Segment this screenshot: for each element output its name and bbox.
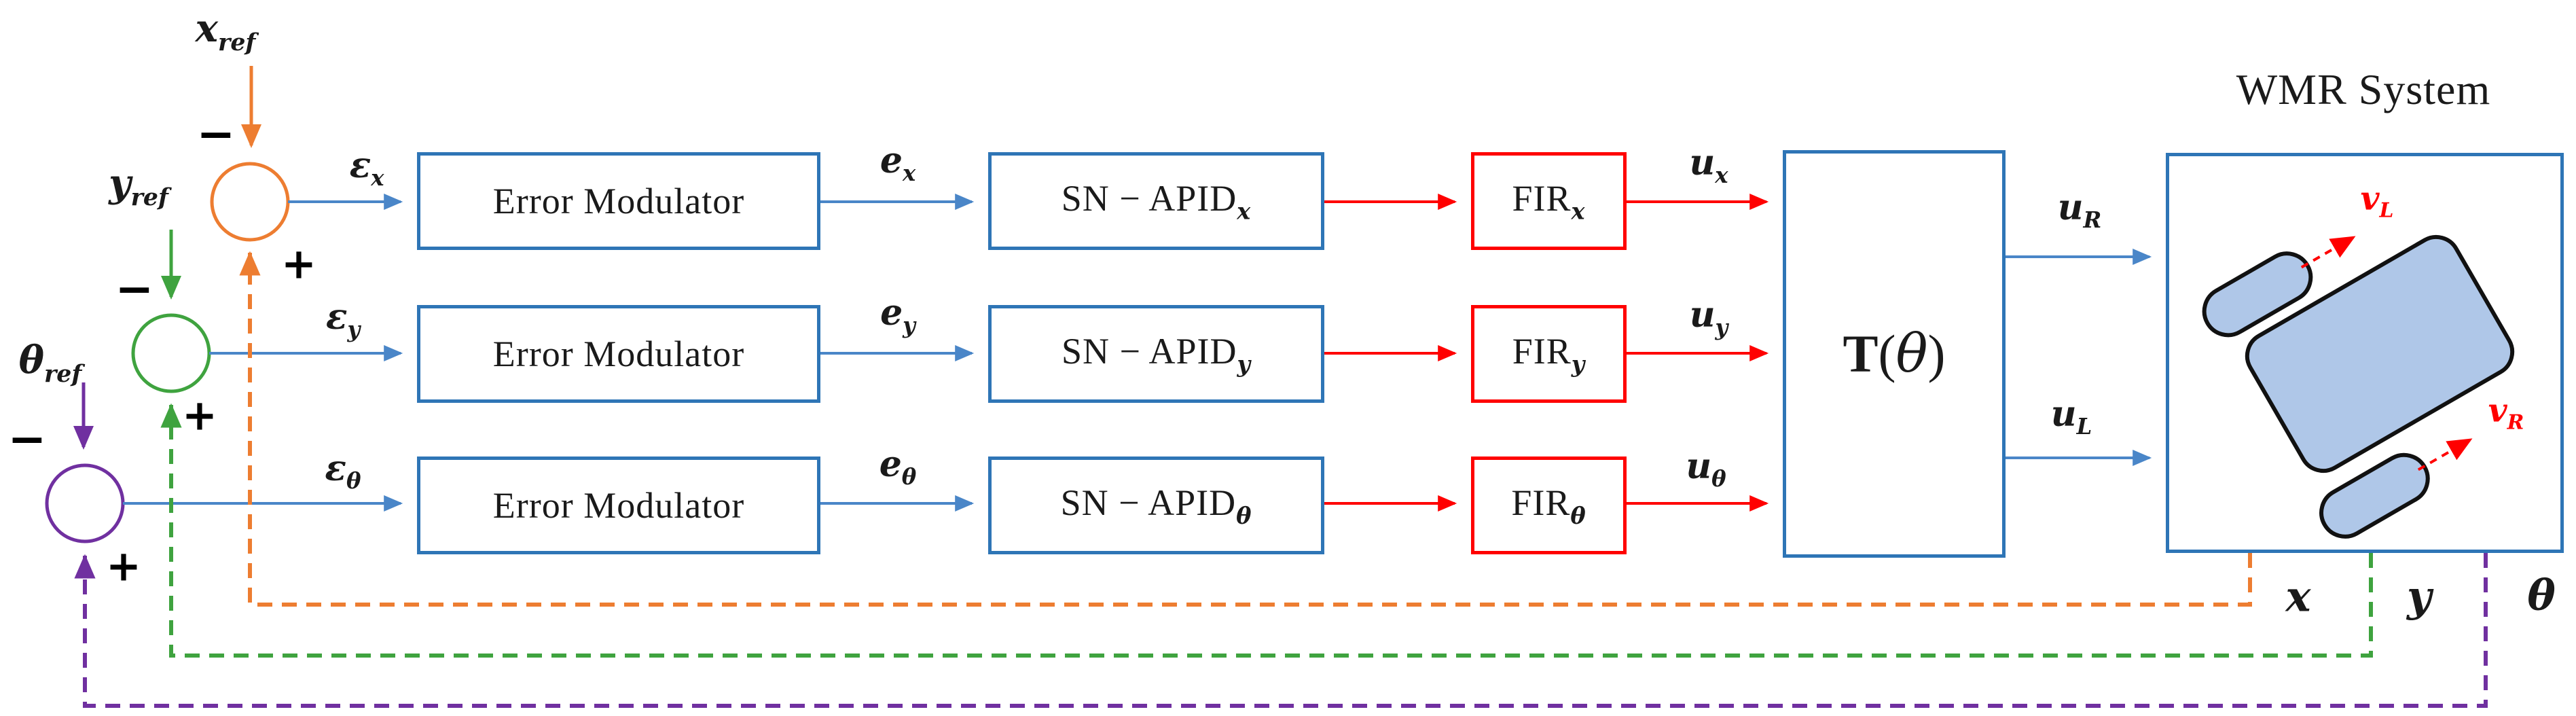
fir-subscript: y bbox=[1571, 351, 1586, 378]
plus-sign-theta: + bbox=[106, 541, 141, 591]
sn-apid-block-y: SN − APIDy bbox=[988, 305, 1324, 403]
sn-apid-subscript: y bbox=[1237, 351, 1251, 378]
fir-block-theta: FIRθ bbox=[1471, 457, 1627, 554]
e-y-label: ey bbox=[880, 291, 915, 339]
sn-apid-subscript: θ bbox=[1236, 502, 1252, 529]
minus-sign-theta: − bbox=[7, 412, 47, 467]
theta-ref-label: θref bbox=[18, 337, 82, 389]
error-modulator-block-theta: Error Modulator bbox=[417, 457, 820, 554]
epsilon-theta-label: εθ bbox=[325, 447, 361, 495]
plus-sign-y: + bbox=[182, 390, 217, 440]
error-modulator-label: Error Modulator bbox=[492, 334, 745, 374]
x-ref-label: xref bbox=[195, 5, 256, 57]
sn-apid-subscript: x bbox=[1237, 198, 1252, 225]
u-theta-label: uθ bbox=[1686, 445, 1726, 493]
sn-apid-label: SN − APID bbox=[1061, 178, 1237, 219]
theta-feedback-path bbox=[74, 553, 2488, 708]
fir-block-y: FIRy bbox=[1471, 305, 1627, 403]
summing-junction-y bbox=[131, 313, 211, 393]
fir-label: FIR bbox=[1511, 482, 1571, 524]
fir-label: FIR bbox=[1512, 331, 1572, 372]
transform-variable: θ bbox=[1895, 323, 1928, 384]
minus-sign-x: − bbox=[196, 107, 236, 162]
sn-apid-label: SN − APID bbox=[1060, 482, 1237, 524]
epsilon-x-label: εx bbox=[349, 144, 384, 192]
e-x-label: ex bbox=[879, 139, 916, 187]
u-x-label: ux bbox=[1689, 141, 1728, 189]
sn-apid-label: SN − APID bbox=[1062, 331, 1237, 372]
error-modulator-block-x: Error Modulator bbox=[417, 152, 820, 250]
summing-junction-theta bbox=[45, 463, 125, 543]
v-right-label: vR bbox=[2488, 391, 2524, 435]
v-left-label: vL bbox=[2360, 179, 2394, 223]
minus-sign-y: − bbox=[115, 262, 154, 317]
plus-sign-x: + bbox=[281, 238, 316, 289]
u-left-label: uL bbox=[2050, 393, 2092, 440]
epsilon-y-label: εy bbox=[325, 296, 361, 343]
fir-subscript: x bbox=[1571, 198, 1586, 225]
u-right-label: uR bbox=[2057, 186, 2102, 234]
output-theta-label: θ bbox=[2527, 570, 2556, 620]
fir-label: FIR bbox=[1512, 178, 1572, 219]
e-theta-label: eθ bbox=[879, 443, 917, 490]
transform-name: T bbox=[1843, 324, 1879, 383]
u-y-label: uy bbox=[1689, 293, 1728, 341]
error-modulator-label: Error Modulator bbox=[492, 181, 745, 221]
output-x-label: x bbox=[2285, 571, 2311, 622]
summing-junction-x bbox=[210, 162, 290, 242]
fir-subscript: θ bbox=[1570, 502, 1586, 529]
y-ref-label: yref bbox=[109, 160, 168, 212]
fir-block-x: FIRx bbox=[1471, 152, 1627, 250]
error-modulator-block-y: Error Modulator bbox=[417, 305, 820, 403]
sn-apid-block-x: SN − APIDx bbox=[988, 152, 1324, 250]
transformation-block: T(θ) bbox=[1783, 150, 2006, 558]
error-modulator-label: Error Modulator bbox=[492, 485, 745, 526]
output-y-label: y bbox=[2406, 571, 2432, 622]
sn-apid-block-theta: SN − APIDθ bbox=[988, 457, 1324, 554]
wmr-system-title: WMR System bbox=[2236, 65, 2491, 113]
